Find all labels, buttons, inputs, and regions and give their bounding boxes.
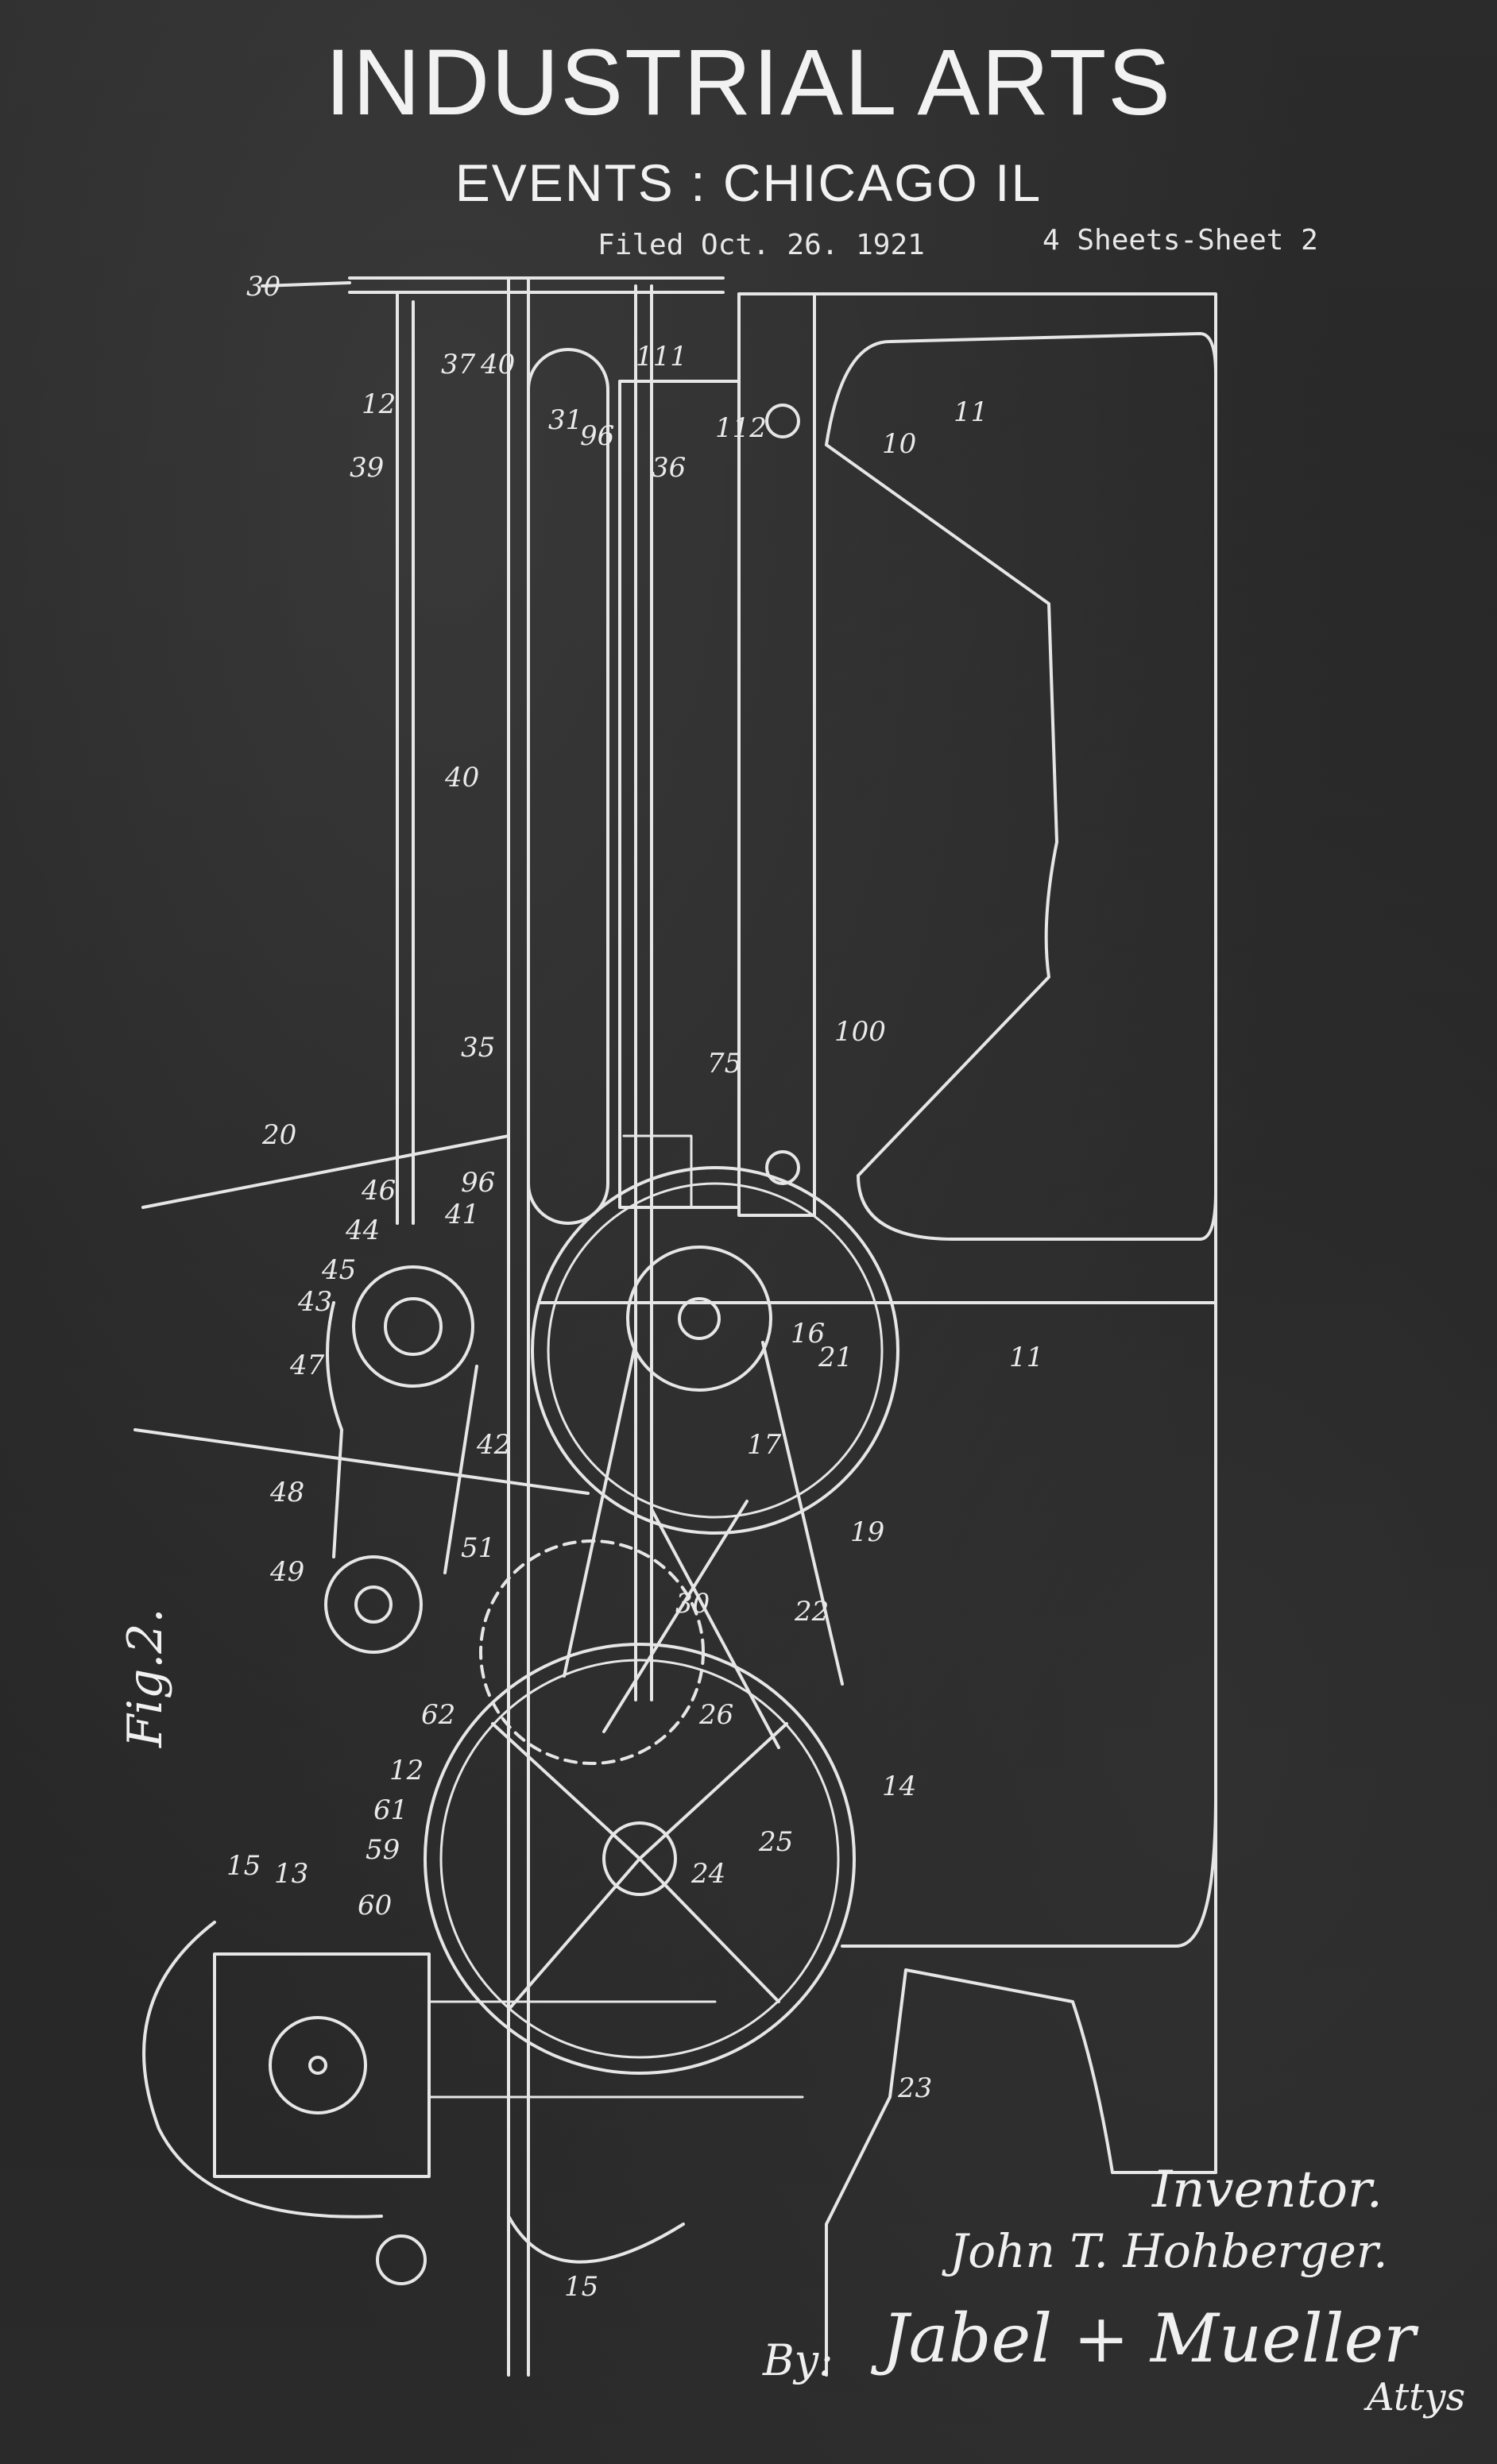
flywheel-26-rim — [439, 1659, 840, 2059]
ref-40b: 40 — [444, 762, 479, 794]
base-rails — [427, 2000, 804, 2099]
ref-36: 36 — [652, 452, 686, 484]
flywheel-spokes — [491, 1722, 788, 2011]
sheet-count: 4 Sheets-Sheet 2 — [1042, 224, 1318, 257]
rod-35 — [634, 284, 653, 1701]
chain-47 — [326, 1301, 478, 1574]
wheel-19 — [531, 1166, 899, 1535]
ref-60: 60 — [358, 1890, 392, 1921]
ref-37: 37 — [441, 349, 476, 380]
ref-24: 24 — [690, 1858, 725, 1890]
top-chain-bar — [348, 276, 725, 294]
sprocket-49-hub — [354, 1585, 393, 1624]
ref-39: 39 — [350, 452, 384, 484]
ref-13: 13 — [274, 1858, 308, 1890]
ref-20: 20 — [261, 1119, 296, 1151]
ref-31: 31 — [548, 404, 582, 436]
ref-12: 12 — [362, 388, 396, 420]
cover-15 — [142, 1921, 383, 2219]
inventor-heading: Inventor. — [1152, 2161, 1383, 2219]
ref-96: 96 — [580, 420, 614, 452]
ref-26: 26 — [698, 1699, 733, 1731]
ref-42: 42 — [476, 1429, 511, 1461]
flywheel-26 — [424, 1643, 856, 2075]
ref-12b: 12 — [389, 1755, 424, 1786]
poster-title: INDUSTRIAL ARTS — [324, 30, 1172, 135]
ref-15: 15 — [226, 1850, 261, 1882]
ref-96b: 96 — [461, 1167, 495, 1199]
gearbox-13 — [213, 1952, 431, 2178]
ref-30b: 30 — [675, 1588, 710, 1620]
apron-belt — [618, 380, 741, 1209]
right-frame-post — [737, 292, 1217, 2174]
sprocket-49 — [324, 1555, 423, 1654]
ref-45: 45 — [321, 1254, 356, 1286]
inventor-name: John T. Hohberger. — [950, 2224, 1388, 2278]
leader-30 — [261, 281, 351, 288]
filed-date: Filed Oct. 26. 1921 — [598, 229, 925, 261]
ref-112: 112 — [715, 412, 767, 444]
ref-14: 14 — [882, 1771, 916, 1802]
ref-41: 41 — [444, 1199, 479, 1230]
ref-46: 46 — [361, 1175, 396, 1207]
rod-40 — [396, 292, 415, 1225]
ref-17: 17 — [747, 1429, 782, 1461]
ref-11b: 11 — [1009, 1342, 1043, 1373]
hopper-outline — [825, 332, 1217, 1241]
main-upright — [507, 276, 530, 2377]
by-label: By: — [763, 2335, 834, 2385]
poster-subtitle: EVENTS : CHICAGO IL — [455, 153, 1042, 212]
attorneys-signature: Jabel + Mueller — [882, 2300, 1416, 2377]
reference-numerals: 30 37 40 111 36 112 31 96 12 39 10 11 40… — [226, 271, 1043, 2303]
attys-label: Attys — [1367, 2375, 1466, 2420]
ref-11: 11 — [954, 396, 988, 428]
ref-75: 75 — [707, 1048, 741, 1079]
feed-guides — [133, 1134, 590, 1495]
ref-47: 47 — [289, 1350, 325, 1381]
flywheel-hub — [602, 1821, 677, 1896]
ref-16: 16 — [791, 1318, 825, 1350]
ref-10: 10 — [882, 428, 916, 460]
crossed-belt-22 — [563, 1341, 844, 1749]
ref-15b: 15 — [564, 2271, 598, 2303]
ref-61: 61 — [373, 1794, 408, 1826]
gear-30 — [479, 1539, 705, 1765]
ref-21: 21 — [818, 1342, 853, 1373]
ref-48: 48 — [269, 1477, 304, 1508]
ref-51: 51 — [461, 1532, 495, 1564]
ref-40: 40 — [480, 349, 515, 380]
machine-base — [825, 1794, 1217, 2377]
ref-43: 43 — [297, 1286, 332, 1318]
arc-15-lower — [507, 2215, 685, 2264]
ref-22: 22 — [794, 1596, 829, 1628]
pulley-16-hub — [678, 1297, 721, 1340]
ref-30: 30 — [246, 271, 280, 303]
ref-62: 62 — [421, 1699, 455, 1731]
ref-44: 44 — [345, 1215, 380, 1246]
ref-19: 19 — [850, 1516, 884, 1548]
ref-59: 59 — [366, 1834, 400, 1866]
ref-100: 100 — [834, 1016, 886, 1048]
apron-roller — [527, 348, 609, 1225]
sprocket-44-hub — [384, 1297, 443, 1356]
pulley-16 — [626, 1246, 772, 1392]
gearbox-center — [308, 2056, 327, 2075]
apron-gear — [622, 1134, 693, 1209]
ref-35: 35 — [461, 1032, 495, 1064]
pivot-lower — [765, 1150, 800, 1185]
foot-pulley — [376, 2234, 427, 2285]
wheel-19-inner — [547, 1182, 884, 1519]
ref-111: 111 — [636, 341, 687, 373]
gearbox-shaft — [269, 2016, 367, 2114]
pivot-10 — [765, 404, 800, 438]
figure-label: Fig.2. — [118, 1608, 173, 1748]
sprocket-44 — [352, 1265, 474, 1388]
ref-23: 23 — [897, 2072, 932, 2104]
ref-49: 49 — [269, 1556, 304, 1588]
ref-25: 25 — [758, 1826, 793, 1858]
